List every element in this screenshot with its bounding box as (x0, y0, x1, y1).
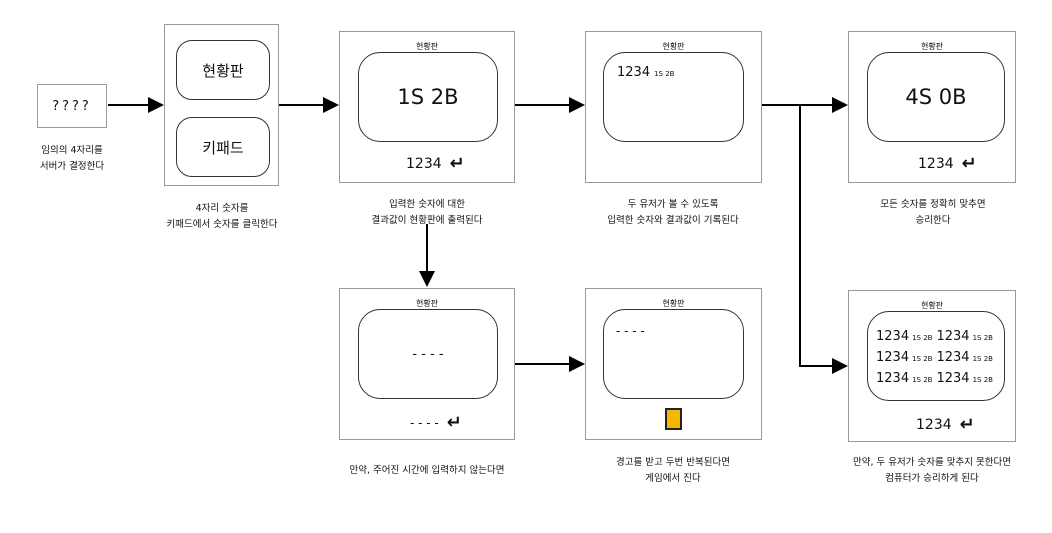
warning-display: - - - - (616, 324, 645, 338)
panel-title: 현황판 (920, 42, 944, 51)
input-row: 1234 ↵ (916, 414, 975, 435)
result-display: 1S 2B (397, 85, 459, 109)
result-caption: 입력한 숫자에 대한 결과값이 현황판에 출력된다 (371, 199, 483, 226)
secret-caption: 임의의 4자리를 서버가 결정한다 (39, 145, 105, 172)
history-result: 1S 2B (972, 355, 993, 363)
history-number: 1234 (876, 350, 910, 365)
panel-win: 현황판 4S 0B 1234 ↵ (848, 31, 1016, 183)
controls-box: 현황판 키패드 (164, 24, 279, 186)
history-result: 1S 2B (912, 334, 933, 342)
status-screen: 1S 2B (358, 52, 498, 142)
input-value: 1234 (406, 155, 442, 172)
history-result: 1S 2B (972, 334, 993, 342)
panel-title: 현황판 (662, 299, 685, 308)
controls-caption: 4자리 숫자를 키패드에서 숫자를 클릭한다 (166, 203, 278, 230)
win-caption: 모든 숫자를 정확히 맞추면 승리한다 (880, 199, 986, 226)
timeout-caption: 만약, 주어진 시간에 입력하지 않는다면 (349, 465, 505, 476)
status-screen: - - - - (358, 309, 498, 399)
status-screen: 4S 0B (867, 52, 1005, 142)
history-number: 1234 (936, 329, 970, 344)
input-row: 1234 ↵ (918, 153, 977, 174)
history-screen: 1234 1S 2B (603, 52, 744, 142)
panel-timeout: 현황판 - - - - - - - - ↵ (339, 288, 515, 440)
input-row: 1234 ↵ (406, 153, 465, 174)
history-caption: 두 유저가 볼 수 있도록 입력한 숫자와 결과값이 기록된다 (607, 199, 739, 226)
history-number: 1234 (617, 65, 651, 80)
input-value: 1234 (918, 155, 954, 172)
history-result: 1S 2B (912, 376, 933, 384)
return-arrow-icon[interactable]: ↵ (449, 153, 465, 174)
keypad-button[interactable]: 키패드 (176, 117, 270, 177)
warning-card-icon (665, 408, 682, 430)
arrow-history-to-lose (799, 105, 848, 374)
history-number: 1234 (876, 329, 910, 344)
panel-history: 현황판 1234 1S 2B (585, 31, 762, 183)
input-row: - - - - ↵ (410, 412, 462, 433)
status-board-button[interactable]: 현황판 (176, 40, 270, 100)
panel-title: 현황판 (415, 42, 439, 51)
return-arrow-icon[interactable]: ↵ (961, 153, 977, 174)
history-entry: 1234 1S 2B (617, 65, 674, 80)
secret-box: ???? (37, 84, 107, 128)
panel-title: 현황판 (662, 42, 685, 51)
history-result: 1S 2B (972, 376, 993, 384)
history-number: 1234 (936, 350, 970, 365)
return-arrow-icon[interactable]: ↵ (446, 412, 462, 433)
history-number: 1234 (876, 371, 910, 386)
timeout-display: - - - - (412, 346, 444, 362)
lose-caption: 만약, 두 유저가 숫자를 맞추지 못한다면 컴퓨터가 승리하게 된다 (853, 457, 1011, 484)
secret-value: ???? (52, 98, 92, 114)
input-value: - - - - (410, 415, 439, 430)
win-display: 4S 0B (905, 85, 967, 109)
history-number: 1234 (936, 371, 970, 386)
panel-title: 현황판 (920, 301, 944, 310)
status-screen: - - - - (603, 309, 744, 399)
panel-warning: 현황판 - - - - (585, 288, 762, 440)
warning-caption: 경고를 받고 두번 반복된다면 게임에서 진다 (616, 457, 730, 484)
input-value: 1234 (916, 416, 952, 433)
return-arrow-icon[interactable]: ↵ (959, 414, 975, 435)
history-result: 1S 2B (912, 355, 933, 363)
panel-title: 현황판 (415, 299, 439, 308)
panel-result: 현황판 1S 2B 1234 ↵ (339, 31, 515, 183)
history-result: 1S 2B (654, 70, 675, 78)
